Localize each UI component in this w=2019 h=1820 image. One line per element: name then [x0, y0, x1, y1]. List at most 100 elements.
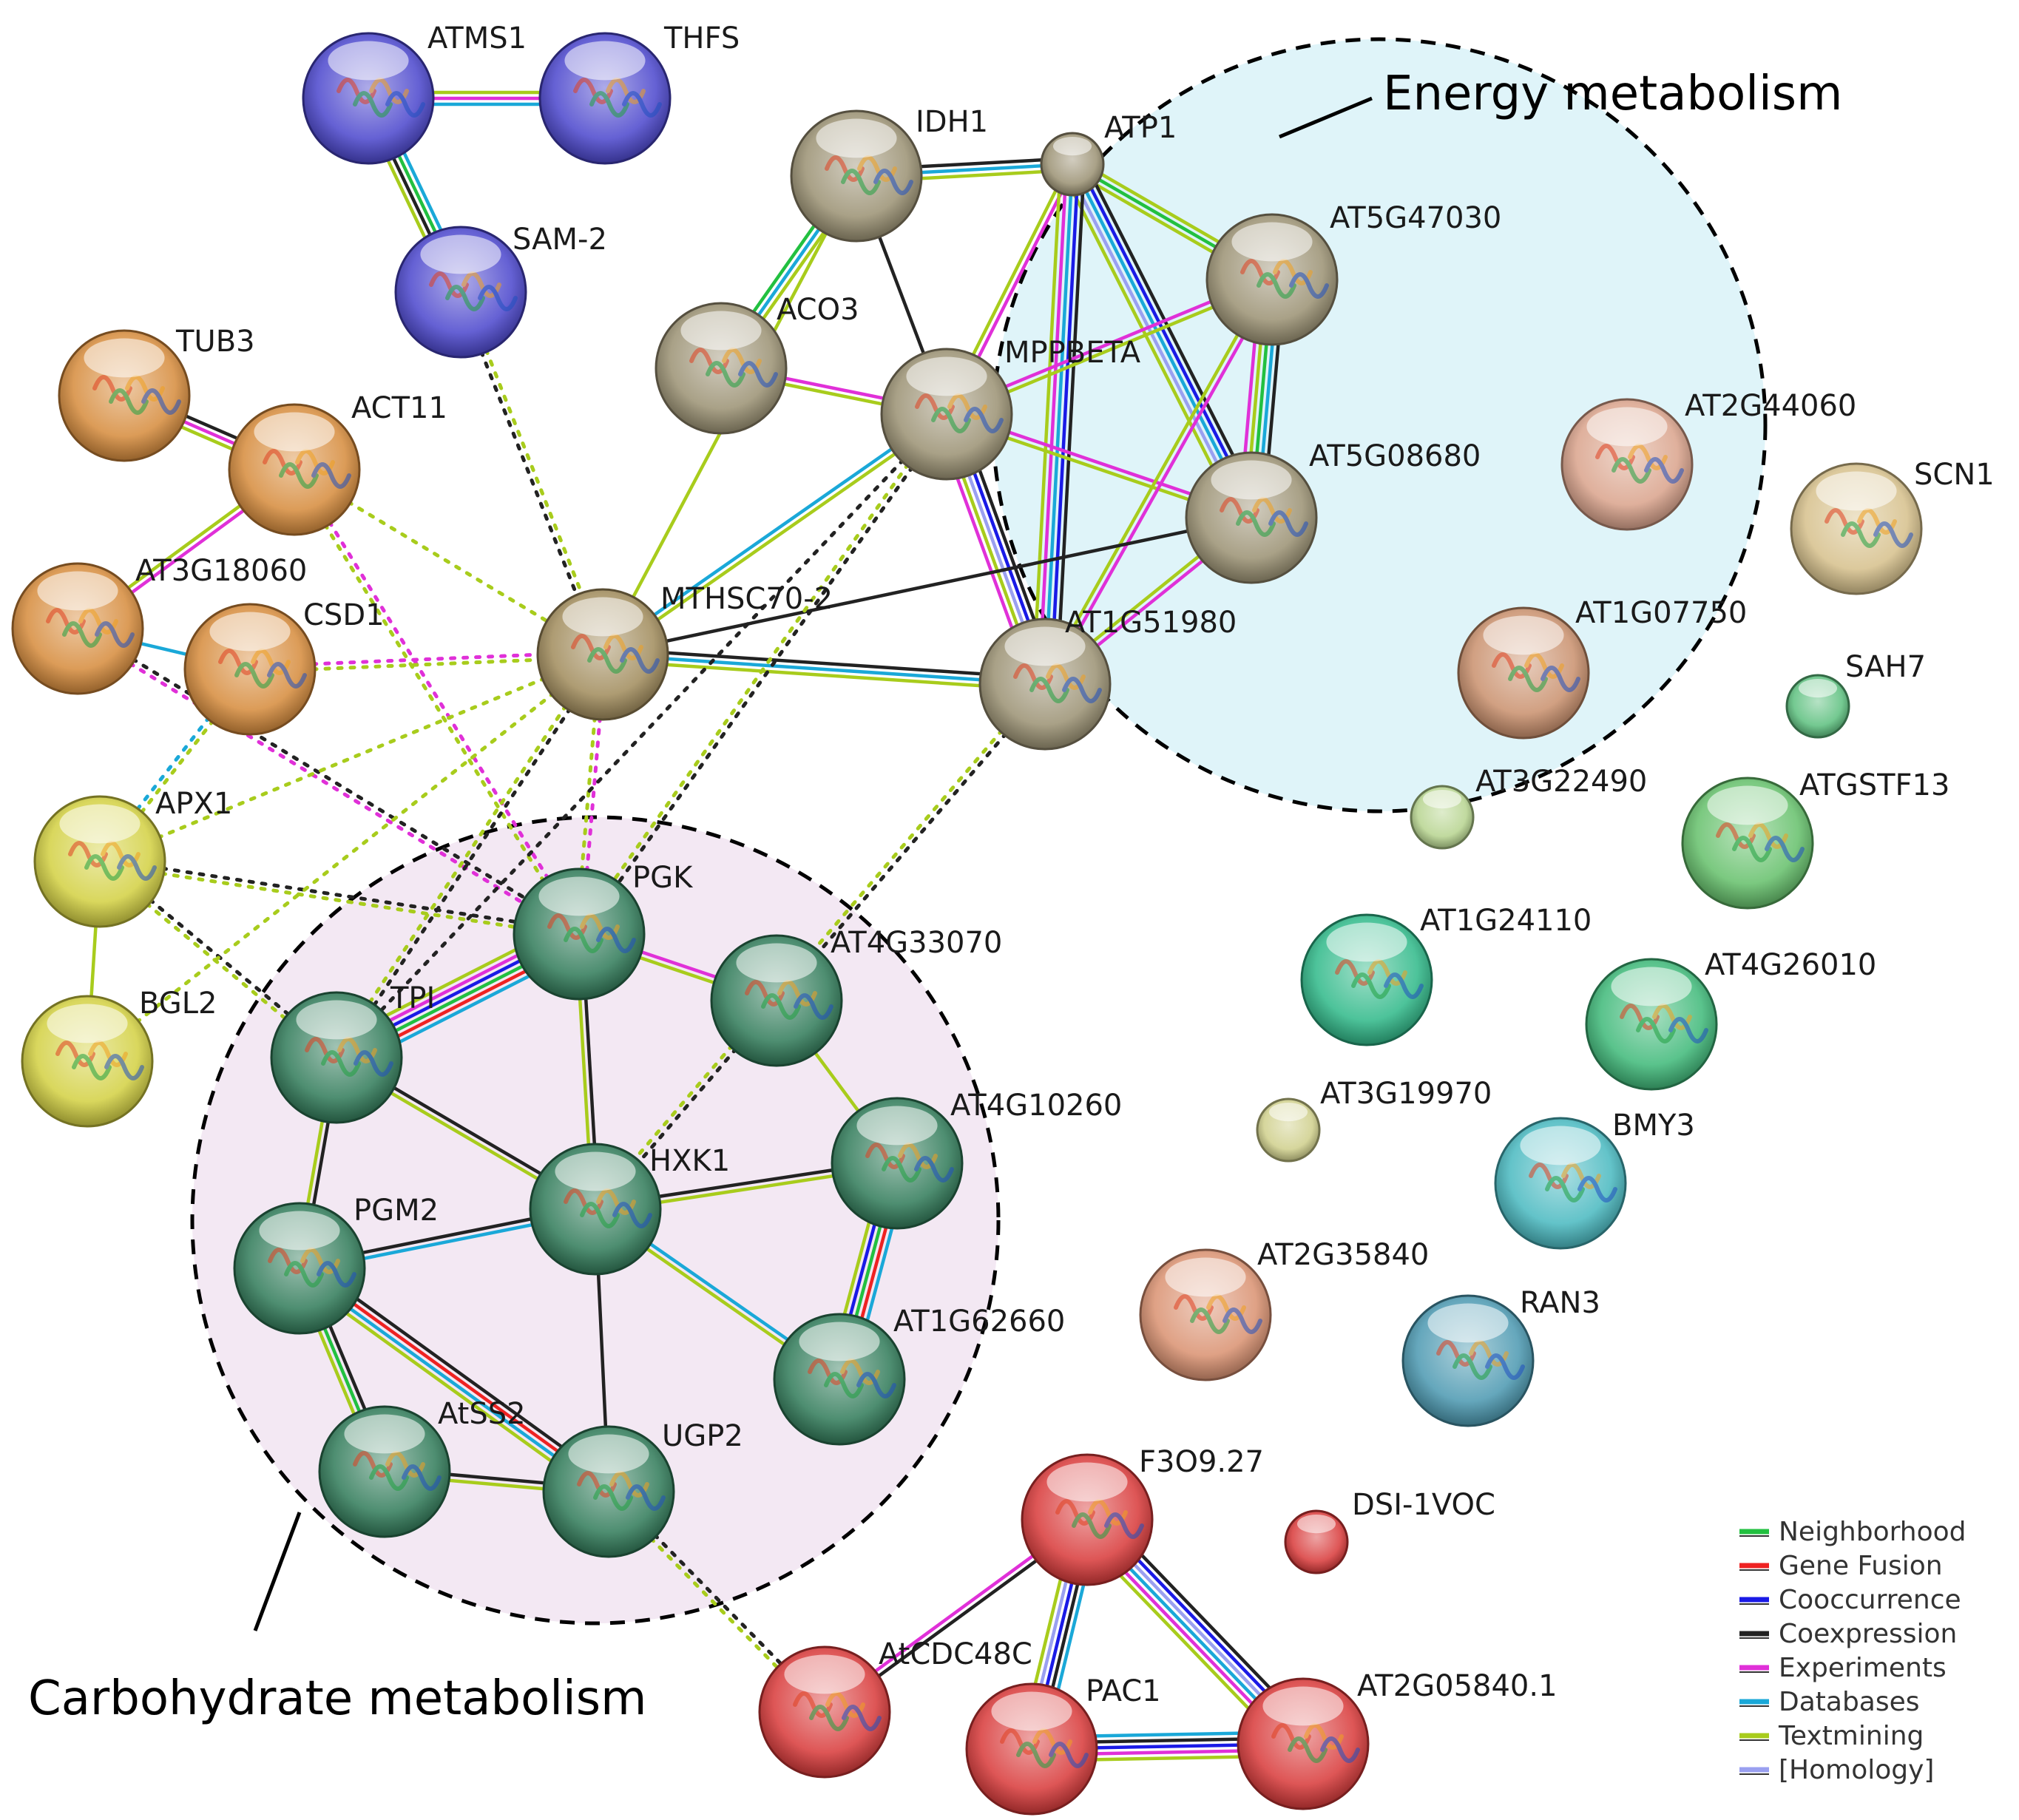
protein-node-SAM-2[interactable]: SAM-2: [394, 223, 607, 359]
protein-node-IDH1[interactable]: IDH1: [790, 105, 988, 243]
dotted-edge-AT3G18060-PGK[interactable]: [74, 624, 583, 938]
protein-structure-icon: [1620, 1004, 1708, 1043]
protein-node-UGP2[interactable]: UGP2: [542, 1419, 743, 1558]
energy-cluster-callout: [1279, 96, 1373, 139]
node-label: UGP2: [662, 1419, 743, 1453]
protein-node-F3O9.27[interactable]: F3O9.27: [1021, 1445, 1264, 1586]
protein-node-MPPBETA[interactable]: MPPBETA: [880, 336, 1141, 481]
protein-structure-icon: [745, 980, 833, 1020]
protein-node-AT2G44060[interactable]: AT2G44060: [1560, 389, 1856, 531]
dotted-edge-MPPBETA-PGK[interactable]: [575, 410, 951, 938]
protein-node-AT3G18060[interactable]: AT3G18060: [11, 554, 307, 695]
protein-node-TUB3[interactable]: TUB3: [58, 325, 255, 462]
protein-node-APX1[interactable]: APX1: [33, 787, 232, 928]
dotted-edge-APX1-PGK[interactable]: [97, 857, 582, 938]
protein-node-AT5G08680[interactable]: AT5G08680: [1185, 439, 1481, 584]
node-label: AT4G33070: [831, 926, 1002, 960]
dotted-edge-APX1-MTHSC70-2[interactable]: [98, 652, 605, 864]
node-label: SAM-2: [513, 223, 607, 257]
protein-node-AtCDC48C[interactable]: AtCDC48C: [758, 1637, 1032, 1779]
node-label: MPPBETA: [1004, 336, 1141, 370]
protein-node-ACO3[interactable]: ACO3: [655, 293, 859, 435]
node-highlight: [328, 41, 409, 81]
protein-node-THFS[interactable]: THFS: [538, 21, 740, 165]
edge-MPPBETA-MTHSC70-2[interactable]: [600, 410, 950, 659]
protein-node-ATP1[interactable]: ATP1: [1040, 111, 1177, 197]
edge-AT5G47030-AT1G51980[interactable]: [1041, 277, 1276, 687]
node-label: HXK1: [649, 1144, 730, 1178]
edge-line-textmining: [290, 469, 579, 938]
node-highlight: [37, 571, 118, 611]
protein-structure-icon: [92, 375, 181, 415]
dotted-edge-ACT11-PGK[interactable]: [290, 466, 584, 938]
edge-MTHSC70-2-AT5G08680[interactable]: [602, 515, 1252, 657]
node-highlight: [564, 41, 646, 81]
edge-MTHSC70-2-AT1G51980[interactable]: [602, 646, 1046, 692]
dotted-edge-MTHSC70-2-TPI[interactable]: [332, 651, 607, 1061]
protein-node-PAC1[interactable]: PAC1: [965, 1674, 1161, 1816]
protein-node-AT3G19970[interactable]: AT3G19970: [1256, 1077, 1492, 1163]
edge-line-coexpression: [603, 646, 1046, 680]
dotted-edge-AT1G51980-HXK1[interactable]: [591, 680, 1049, 1213]
protein-node-AT4G33070[interactable]: AT4G33070: [710, 926, 1002, 1067]
protein-structure-icon: [1436, 1340, 1525, 1380]
protein-structure-icon: [55, 1041, 144, 1080]
node-highlight: [1326, 922, 1407, 962]
protein-node-HXK1[interactable]: HXK1: [529, 1143, 730, 1276]
legend-label: Databases: [1779, 1687, 1920, 1717]
protein-node-AT1G07750[interactable]: AT1G07750: [1457, 596, 1747, 740]
protein-node-PGK[interactable]: PGK: [513, 861, 694, 1001]
protein-node-AT1G51980[interactable]: AT1G51980: [978, 606, 1237, 751]
protein-structure-icon: [1492, 652, 1580, 692]
legend-item-neighborhood: Neighborhood: [1739, 1517, 1966, 1547]
protein-node-DSI-1VOC[interactable]: DSI-1VOC: [1284, 1488, 1495, 1574]
protein-node-CSD1[interactable]: CSD1: [183, 598, 385, 736]
node-label: SAH7: [1845, 650, 1926, 684]
node-label: BMY3: [1612, 1109, 1695, 1143]
node-label: BGL2: [139, 987, 217, 1021]
node-highlight: [84, 338, 165, 378]
protein-structure-icon: [825, 155, 913, 195]
protein-node-AtSS2[interactable]: AtSS2: [318, 1397, 526, 1538]
protein-node-AT5G47030[interactable]: AT5G47030: [1205, 201, 1501, 346]
protein-node-AT4G10260[interactable]: AT4G10260: [831, 1089, 1122, 1230]
node-label: ACO3: [777, 293, 859, 327]
protein-node-TPI[interactable]: TPI: [270, 981, 435, 1124]
protein-node-ACT11[interactable]: ACT11: [228, 391, 447, 536]
protein-node-MTHSC70-2[interactable]: MTHSC70-2: [536, 582, 833, 721]
node-highlight: [259, 1211, 340, 1251]
energy-cluster-label: Energy metabolism: [1383, 67, 1842, 121]
protein-node-SCN1[interactable]: SCN1: [1790, 458, 1995, 595]
dotted-edge-MPPBETA-TPI[interactable]: [334, 412, 949, 1060]
node-label: PGK: [632, 861, 694, 895]
protein-node-SAH7[interactable]: SAH7: [1785, 650, 1926, 739]
protein-node-ATMS1[interactable]: ATMS1: [302, 21, 527, 165]
edge-line-textmining: [98, 652, 605, 864]
protein-node-AT1G62660[interactable]: AT1G62660: [773, 1305, 1065, 1446]
protein-node-RAN3[interactable]: RAN3: [1401, 1286, 1600, 1427]
node-label: AT4G26010: [1705, 948, 1876, 982]
node-highlight: [906, 356, 987, 396]
node-label: AT2G35840: [1257, 1238, 1429, 1272]
protein-node-AT1G24110[interactable]: AT1G24110: [1300, 904, 1592, 1046]
node-highlight: [1520, 1126, 1601, 1166]
dotted-edge-MTHSC70-2-PGK[interactable]: [575, 652, 607, 936]
node-highlight: [680, 311, 762, 351]
edge-ATP1-AT5G08680[interactable]: [1060, 158, 1264, 524]
protein-node-BGL2[interactable]: BGL2: [21, 987, 217, 1128]
edge-line-databases: [1043, 163, 1075, 685]
protein-node-ATGSTF13[interactable]: ATGSTF13: [1681, 768, 1949, 910]
protein-node-BMY3[interactable]: BMY3: [1494, 1109, 1695, 1250]
node-highlight: [209, 612, 291, 652]
protein-node-AT4G26010[interactable]: AT4G26010: [1585, 948, 1876, 1091]
dotted-edge-BGL2-MTHSC70-2[interactable]: [85, 652, 605, 1063]
edge-ATP1-AT1G51980[interactable]: [1031, 163, 1086, 685]
protein-node-AT3G22490[interactable]: AT3G22490: [1410, 765, 1647, 850]
node-label: PAC1: [1086, 1674, 1161, 1708]
protein-node-AT2G35840[interactable]: AT2G35840: [1139, 1238, 1429, 1381]
protein-node-PGM2[interactable]: PGM2: [233, 1194, 439, 1335]
dotted-edge-ACT11-MTHSC70-2[interactable]: [292, 467, 605, 657]
node-highlight: [1165, 1257, 1246, 1297]
protein-node-AT2G05840.1[interactable]: AT2G05840.1: [1237, 1669, 1558, 1810]
legend-item-databases: Databases: [1739, 1687, 1920, 1717]
